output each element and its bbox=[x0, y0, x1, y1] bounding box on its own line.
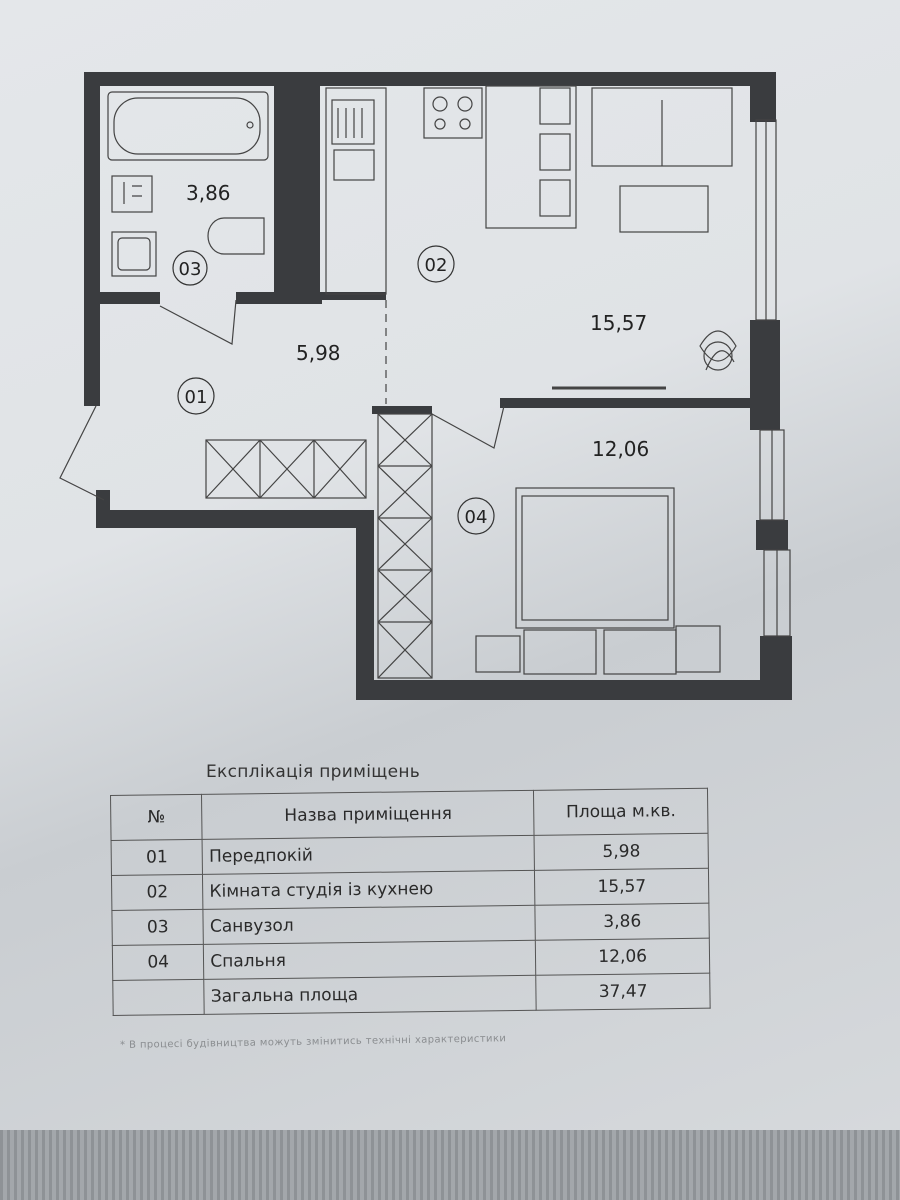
room-labels: 3,86 03 02 15,57 5,98 01 12,06 04 bbox=[172, 181, 649, 535]
total-row: Загальна площа 37,47 bbox=[112, 973, 711, 1016]
table-header-row: № Назва приміщення Площа м.кв. bbox=[110, 788, 709, 841]
wall-bottom-left bbox=[96, 510, 362, 528]
explication-table: № Назва приміщення Площа м.кв. 01 Передп… bbox=[110, 788, 711, 1016]
dresser-1 bbox=[523, 629, 597, 675]
wall-right-mid2 bbox=[756, 520, 788, 550]
coffee-table bbox=[619, 185, 709, 233]
wall-left-upper bbox=[84, 72, 100, 406]
doors bbox=[59, 299, 505, 501]
room-number-02: 02 bbox=[425, 255, 448, 276]
row-name: Спальня bbox=[203, 940, 537, 980]
wall-top bbox=[84, 72, 776, 86]
room-area-02: 15,57 bbox=[590, 311, 647, 335]
bed bbox=[515, 487, 675, 629]
row-num: 04 bbox=[112, 944, 205, 981]
kitchen-island bbox=[485, 85, 577, 229]
dresser-3 bbox=[675, 625, 721, 673]
row-num: 02 bbox=[111, 874, 204, 911]
header-name: Назва приміщення bbox=[201, 790, 535, 840]
wall-bedroom-top bbox=[500, 398, 756, 408]
bedroom-furniture bbox=[475, 487, 721, 675]
wall-left-step bbox=[356, 510, 374, 700]
wall-bath-bottom bbox=[96, 292, 160, 304]
desk-surface bbox=[0, 1130, 900, 1200]
bedroom-door bbox=[431, 405, 505, 449]
toilet bbox=[207, 217, 265, 255]
row-area: 3,86 bbox=[535, 903, 710, 941]
explication-title: Експлікація приміщень bbox=[206, 762, 421, 782]
stove bbox=[423, 87, 483, 139]
walls bbox=[84, 72, 792, 700]
towel-rack bbox=[111, 175, 153, 213]
kitchen-fixtures bbox=[325, 85, 737, 404]
row-area: 12,06 bbox=[535, 938, 710, 976]
wall-bath-right bbox=[274, 80, 320, 296]
row-name: Кімната студія із кухнею bbox=[202, 870, 536, 910]
wall-right-bottom bbox=[760, 636, 792, 700]
kitchen-counter bbox=[325, 87, 387, 295]
header-area: Площа м.кв. bbox=[533, 788, 709, 836]
header-num: № bbox=[110, 794, 203, 841]
nightstand bbox=[475, 635, 521, 673]
plant-icon bbox=[699, 330, 737, 371]
wall-kitchen-bottom bbox=[316, 292, 386, 300]
room-number-01: 01 bbox=[185, 387, 208, 408]
total-area: 37,47 bbox=[536, 973, 711, 1011]
row-num: 01 bbox=[111, 839, 203, 876]
bath-door bbox=[159, 299, 237, 345]
room-area-04: 12,06 bbox=[592, 437, 649, 461]
wall-right-top bbox=[750, 72, 776, 122]
row-num: 03 bbox=[111, 909, 204, 946]
row-name: Передпокій bbox=[202, 835, 535, 875]
sink bbox=[331, 99, 375, 145]
paper-sheet bbox=[0, 0, 900, 1130]
row-area: 15,57 bbox=[534, 868, 709, 906]
row-name: Санвузол bbox=[203, 905, 536, 945]
room-area-01: 5,98 bbox=[296, 341, 341, 365]
wall-partition-stub bbox=[372, 406, 432, 414]
bathtub bbox=[107, 91, 269, 161]
wall-bottom bbox=[356, 680, 792, 700]
wall-bath-bottom2 bbox=[236, 292, 322, 304]
total-label: Загальна площа bbox=[204, 975, 537, 1015]
dresser-2 bbox=[603, 629, 677, 675]
entrance-door bbox=[59, 405, 105, 501]
floor-plan: 3,86 03 02 15,57 5,98 01 12,06 04 bbox=[59, 72, 792, 700]
room-area-03: 3,86 bbox=[186, 181, 231, 205]
room-number-04: 04 bbox=[465, 507, 488, 528]
wardrobe-hall bbox=[205, 439, 367, 499]
wardrobes bbox=[205, 413, 433, 679]
room-number-03: 03 bbox=[179, 259, 202, 280]
washbasin bbox=[111, 231, 157, 277]
bathroom-fixtures bbox=[107, 91, 269, 277]
wardrobe-bedroom bbox=[377, 413, 433, 679]
windows bbox=[755, 119, 791, 637]
row-area: 5,98 bbox=[534, 833, 709, 871]
total-num bbox=[112, 979, 205, 1016]
wall-right-mid1 bbox=[750, 320, 780, 430]
